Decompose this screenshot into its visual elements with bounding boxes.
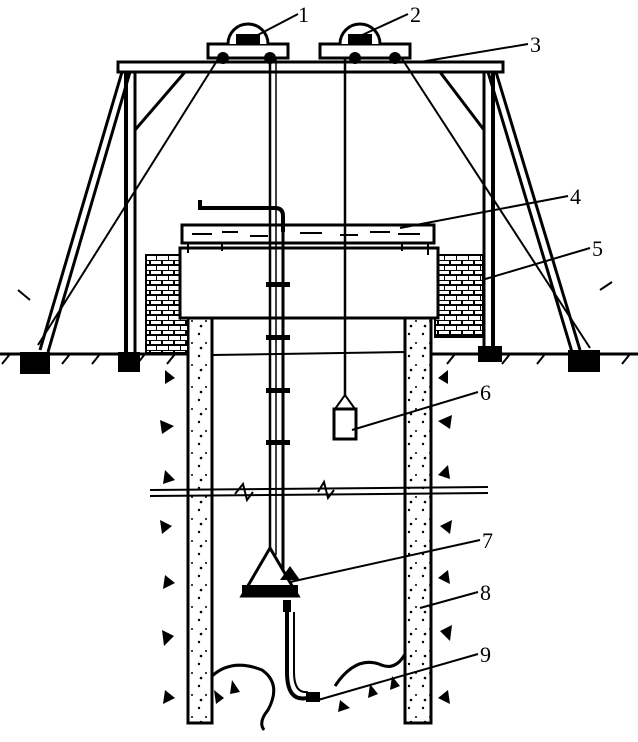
callout-2: 2 (410, 2, 421, 27)
supply-pipe (198, 200, 285, 232)
sheave-2 (318, 22, 412, 64)
soil-hatching (160, 370, 452, 704)
callout-4: 4 (570, 184, 581, 209)
drill-rig-assembly (239, 545, 320, 702)
break-line (149, 479, 489, 503)
shaft-lining-left (186, 316, 214, 725)
callout-7: 7 (482, 528, 493, 553)
leader-lines (251, 13, 591, 701)
ground-surface (0, 352, 638, 365)
guy-rope-right (394, 47, 591, 349)
collar-block (178, 246, 440, 320)
shaft-bottom (210, 653, 407, 731)
callout-5: 5 (592, 236, 603, 261)
pipe-clamps (266, 282, 290, 445)
headframe (38, 60, 582, 353)
guy-rope-left (37, 47, 226, 346)
callout-3: 3 (530, 32, 541, 57)
frame-feet (20, 346, 600, 374)
shaft-lining-right (403, 316, 433, 725)
callout-6: 6 (480, 380, 491, 405)
brick-pier-right (434, 254, 484, 338)
sheave-1 (206, 22, 290, 64)
water-level-line (211, 351, 406, 356)
callout-1: 1 (298, 2, 309, 27)
callout-8: 8 (480, 580, 491, 605)
callout-9: 9 (480, 642, 491, 667)
hoist-bucket (332, 393, 358, 441)
